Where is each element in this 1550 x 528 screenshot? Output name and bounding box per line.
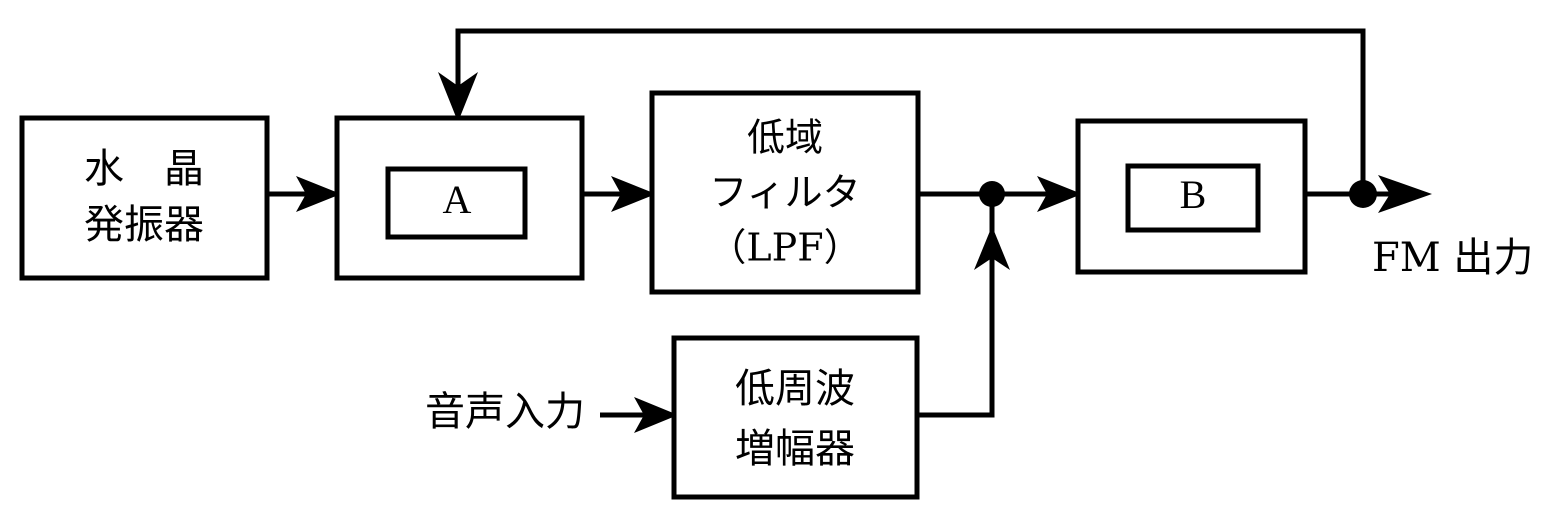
wire-amplifier-to-junction [917,194,995,418]
arrowhead-audio-input [634,397,678,433]
wire-feedback-loop [455,28,1366,194]
block-b-inner-box [1125,163,1261,233]
arrowhead-oscillator-to-block-a [296,176,341,212]
arrowhead-block-a-to-lpf [611,176,656,212]
block-a-inner-label: A [443,177,472,222]
arrowhead-amplifier-to-junction [974,226,1010,270]
arrowhead-feedback-into-block-a [438,72,478,122]
crystal-oscillator-line1: 水 晶 [84,146,204,192]
low-pass-filter-line1: 低域 [747,116,823,160]
block-b[interactable]: B [1075,118,1308,275]
low-pass-filter-box [649,90,921,295]
audio-input-label: 音声入力 [425,389,585,435]
block-audio-amplifier[interactable]: 低周波 増幅器 [671,335,920,500]
block-b-inner-label: B [1180,172,1207,217]
fm-output-label: FM 出力 [1372,235,1533,281]
block-a-inner-box [385,166,528,240]
audio-amplifier-line2: 増幅器 [735,426,855,472]
block-low-pass-filter[interactable]: 低域 フィルタ （LPF） [649,90,921,295]
arrowhead-fm-output [1378,175,1432,213]
low-pass-filter-line2: フィルタ [709,171,860,215]
audio-amplifier-box [671,335,920,500]
block-crystal-oscillator[interactable]: 水 晶 発振器 [19,115,270,281]
crystal-oscillator-line2: 発振器 [84,202,204,248]
arrowhead-to-block-b [1037,176,1082,212]
low-pass-filter-line3: （LPF） [708,226,861,270]
block-a[interactable]: A [334,115,585,281]
crystal-oscillator-box [19,115,270,281]
audio-amplifier-line1: 低周波 [735,366,855,412]
